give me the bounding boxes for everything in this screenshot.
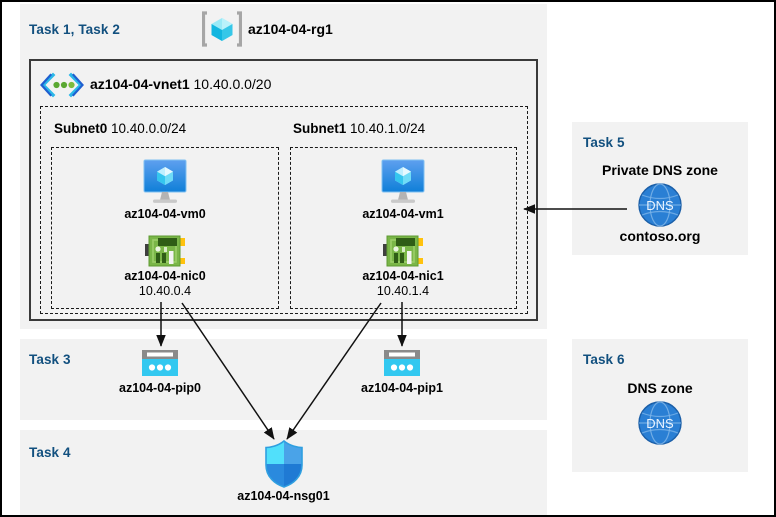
- private-dns-zone-title: Private DNS zone: [602, 162, 718, 178]
- vnet-name-and-cidr: az104-04-vnet1 10.40.0.0/20: [90, 76, 271, 92]
- vm0-label: az104-04-vm0: [124, 207, 206, 221]
- svg-text:DNS: DNS: [646, 198, 674, 213]
- subnet1-name: Subnet1: [293, 121, 347, 136]
- pip1-label: az104-04-pip1: [361, 381, 443, 395]
- dns-zone-group: DNS zone DNS: [572, 380, 748, 446]
- subnet1-cidr: 10.40.1.0/24: [350, 121, 426, 136]
- private-dns-zone-group: Private DNS zone DNS contoso.org: [572, 162, 748, 244]
- task-label-6: Task 6: [583, 352, 625, 367]
- nic1-label: az104-04-nic1: [362, 269, 444, 283]
- network-interface-icon: [145, 235, 185, 267]
- nsg-label: az104-04-nsg01: [237, 489, 330, 503]
- pip1-node: az104-04-pip1: [342, 347, 462, 396]
- task-label-3: Task 3: [29, 352, 71, 367]
- nic1-ip: 10.40.1.4: [376, 284, 430, 298]
- vnet-cidr: 10.40.0.0/20: [193, 76, 272, 92]
- subnet0-title: Subnet0 10.40.0.0/24: [54, 121, 186, 136]
- subnet0-cidr: 10.40.0.0/24: [111, 121, 187, 136]
- vm1-node: az104-04-vm1: [343, 157, 463, 222]
- virtual-machine-icon: [143, 159, 187, 203]
- public-ip-address-icon: [142, 350, 178, 376]
- svg-text:DNS: DNS: [646, 416, 674, 431]
- pip0-label: az104-04-pip0: [119, 381, 201, 395]
- network-security-group-icon: [264, 439, 303, 488]
- vm0-node: az104-04-vm0: [105, 157, 225, 222]
- vnet-box: [29, 59, 538, 321]
- task-label-4: Task 4: [29, 445, 71, 460]
- task3-panel: [20, 339, 547, 420]
- nic0-label: az104-04-nic0: [124, 269, 206, 283]
- nic0-node: az104-04-nic0 10.40.0.4: [105, 233, 225, 299]
- subnet1-title: Subnet1 10.40.1.0/24: [293, 121, 425, 136]
- task-label-5: Task 5: [583, 135, 625, 150]
- resource-group-name: az104-04-rg1: [248, 21, 333, 37]
- nic0-ip: 10.40.0.4: [138, 284, 192, 298]
- dns-zone-title: DNS zone: [627, 380, 693, 396]
- public-ip-address-icon: [384, 350, 420, 376]
- vm1-label: az104-04-vm1: [362, 207, 444, 221]
- private-dns-zone-name: contoso.org: [619, 228, 701, 244]
- nsg-node: az104-04-nsg01: [211, 439, 356, 504]
- subnet0-name: Subnet0: [54, 121, 108, 136]
- dns-zone-icon: DNS: [638, 183, 682, 227]
- nic1-node: az104-04-nic1 10.40.1.4: [343, 233, 463, 299]
- subnet0-box: [51, 147, 279, 309]
- task-label-1-2: Task 1, Task 2: [29, 22, 120, 37]
- dns-zone-icon: DNS: [638, 401, 682, 445]
- subnet1-box: [290, 147, 517, 309]
- virtual-network-icon: [40, 72, 84, 98]
- pip0-node: az104-04-pip0: [100, 347, 220, 396]
- virtual-machine-icon: [381, 159, 425, 203]
- network-interface-icon: [383, 235, 423, 267]
- resource-group-icon: [202, 10, 242, 48]
- vnet-name: az104-04-vnet1: [90, 76, 190, 92]
